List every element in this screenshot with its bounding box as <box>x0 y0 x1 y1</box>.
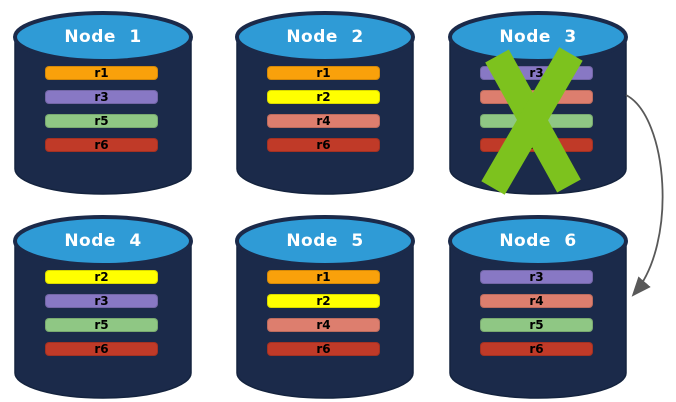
node-title: Node 5 <box>286 231 364 251</box>
node-title: Node 1 <box>64 27 142 47</box>
replica-label: r6 <box>529 138 544 152</box>
node-1: Node 1 r1 r3 r5 r6 <box>12 8 194 200</box>
replica-label: r5 <box>94 318 109 332</box>
replica-label: r5 <box>94 114 109 128</box>
node-title: Node 4 <box>64 231 142 251</box>
replica-label: r4 <box>316 114 331 128</box>
replica-label: r6 <box>316 138 331 152</box>
replica-list: r1 r2 r4 r6 <box>267 270 380 366</box>
node-3: Node 3 r3 r4 r5 r6 <box>447 8 629 200</box>
replica-label: r4 <box>529 90 544 104</box>
replica-bar: r4 <box>480 90 593 104</box>
replica-bar: r3 <box>480 66 593 80</box>
replica-label: r6 <box>316 342 331 356</box>
replica-bar: r6 <box>267 342 380 356</box>
replica-bar: r6 <box>480 342 593 356</box>
replica-label: r5 <box>529 318 544 332</box>
replica-label: r4 <box>529 294 544 308</box>
replica-list: r3 r4 r5 r6 <box>480 66 593 162</box>
replica-label: r1 <box>316 270 331 284</box>
replica-bar: r3 <box>45 90 158 104</box>
replica-label: r2 <box>94 270 109 284</box>
node-5: Node 5 r1 r2 r4 r6 <box>234 212 416 402</box>
node-6: Node 6 r3 r4 r5 r6 <box>447 212 629 402</box>
replica-label: r4 <box>316 318 331 332</box>
replica-label: r3 <box>529 66 544 80</box>
replica-bar: r5 <box>45 318 158 332</box>
replica-bar: r4 <box>480 294 593 308</box>
node-2: Node 2 r1 r2 r4 r6 <box>234 8 416 200</box>
node-title: Node 3 <box>499 27 577 47</box>
replica-bar: r5 <box>480 114 593 128</box>
replica-list: r2 r3 r5 r6 <box>45 270 158 366</box>
replica-label: r3 <box>94 90 109 104</box>
replica-list: r3 r4 r5 r6 <box>480 270 593 366</box>
replica-bar: r5 <box>480 318 593 332</box>
replica-bar: r5 <box>45 114 158 128</box>
replica-label: r3 <box>94 294 109 308</box>
replica-label: r1 <box>316 66 331 80</box>
replica-bar: r3 <box>480 270 593 284</box>
replica-label: r2 <box>316 294 331 308</box>
replica-label: r5 <box>529 114 544 128</box>
replica-bar: r6 <box>267 138 380 152</box>
replica-label: r6 <box>94 138 109 152</box>
replica-bar: r1 <box>267 270 380 284</box>
replica-list: r1 r2 r4 r6 <box>267 66 380 162</box>
node-title: Node 6 <box>499 231 577 251</box>
replica-bar: r2 <box>267 90 380 104</box>
replica-bar: r2 <box>267 294 380 308</box>
replica-label: r3 <box>529 270 544 284</box>
replica-label: r6 <box>94 342 109 356</box>
node-title: Node 2 <box>286 27 364 47</box>
replica-bar: r1 <box>267 66 380 80</box>
replica-bar: r4 <box>267 318 380 332</box>
node-4: Node 4 r2 r3 r5 r6 <box>12 212 194 402</box>
replica-bar: r4 <box>267 114 380 128</box>
replica-bar: r6 <box>45 342 158 356</box>
replica-label: r6 <box>529 342 544 356</box>
replica-bar: r3 <box>45 294 158 308</box>
replica-bar: r2 <box>45 270 158 284</box>
replica-bar: r6 <box>45 138 158 152</box>
replica-bar: r1 <box>45 66 158 80</box>
replica-bar: r6 <box>480 138 593 152</box>
replica-label: r1 <box>94 66 109 80</box>
replica-list: r1 r3 r5 r6 <box>45 66 158 162</box>
replica-label: r2 <box>316 90 331 104</box>
